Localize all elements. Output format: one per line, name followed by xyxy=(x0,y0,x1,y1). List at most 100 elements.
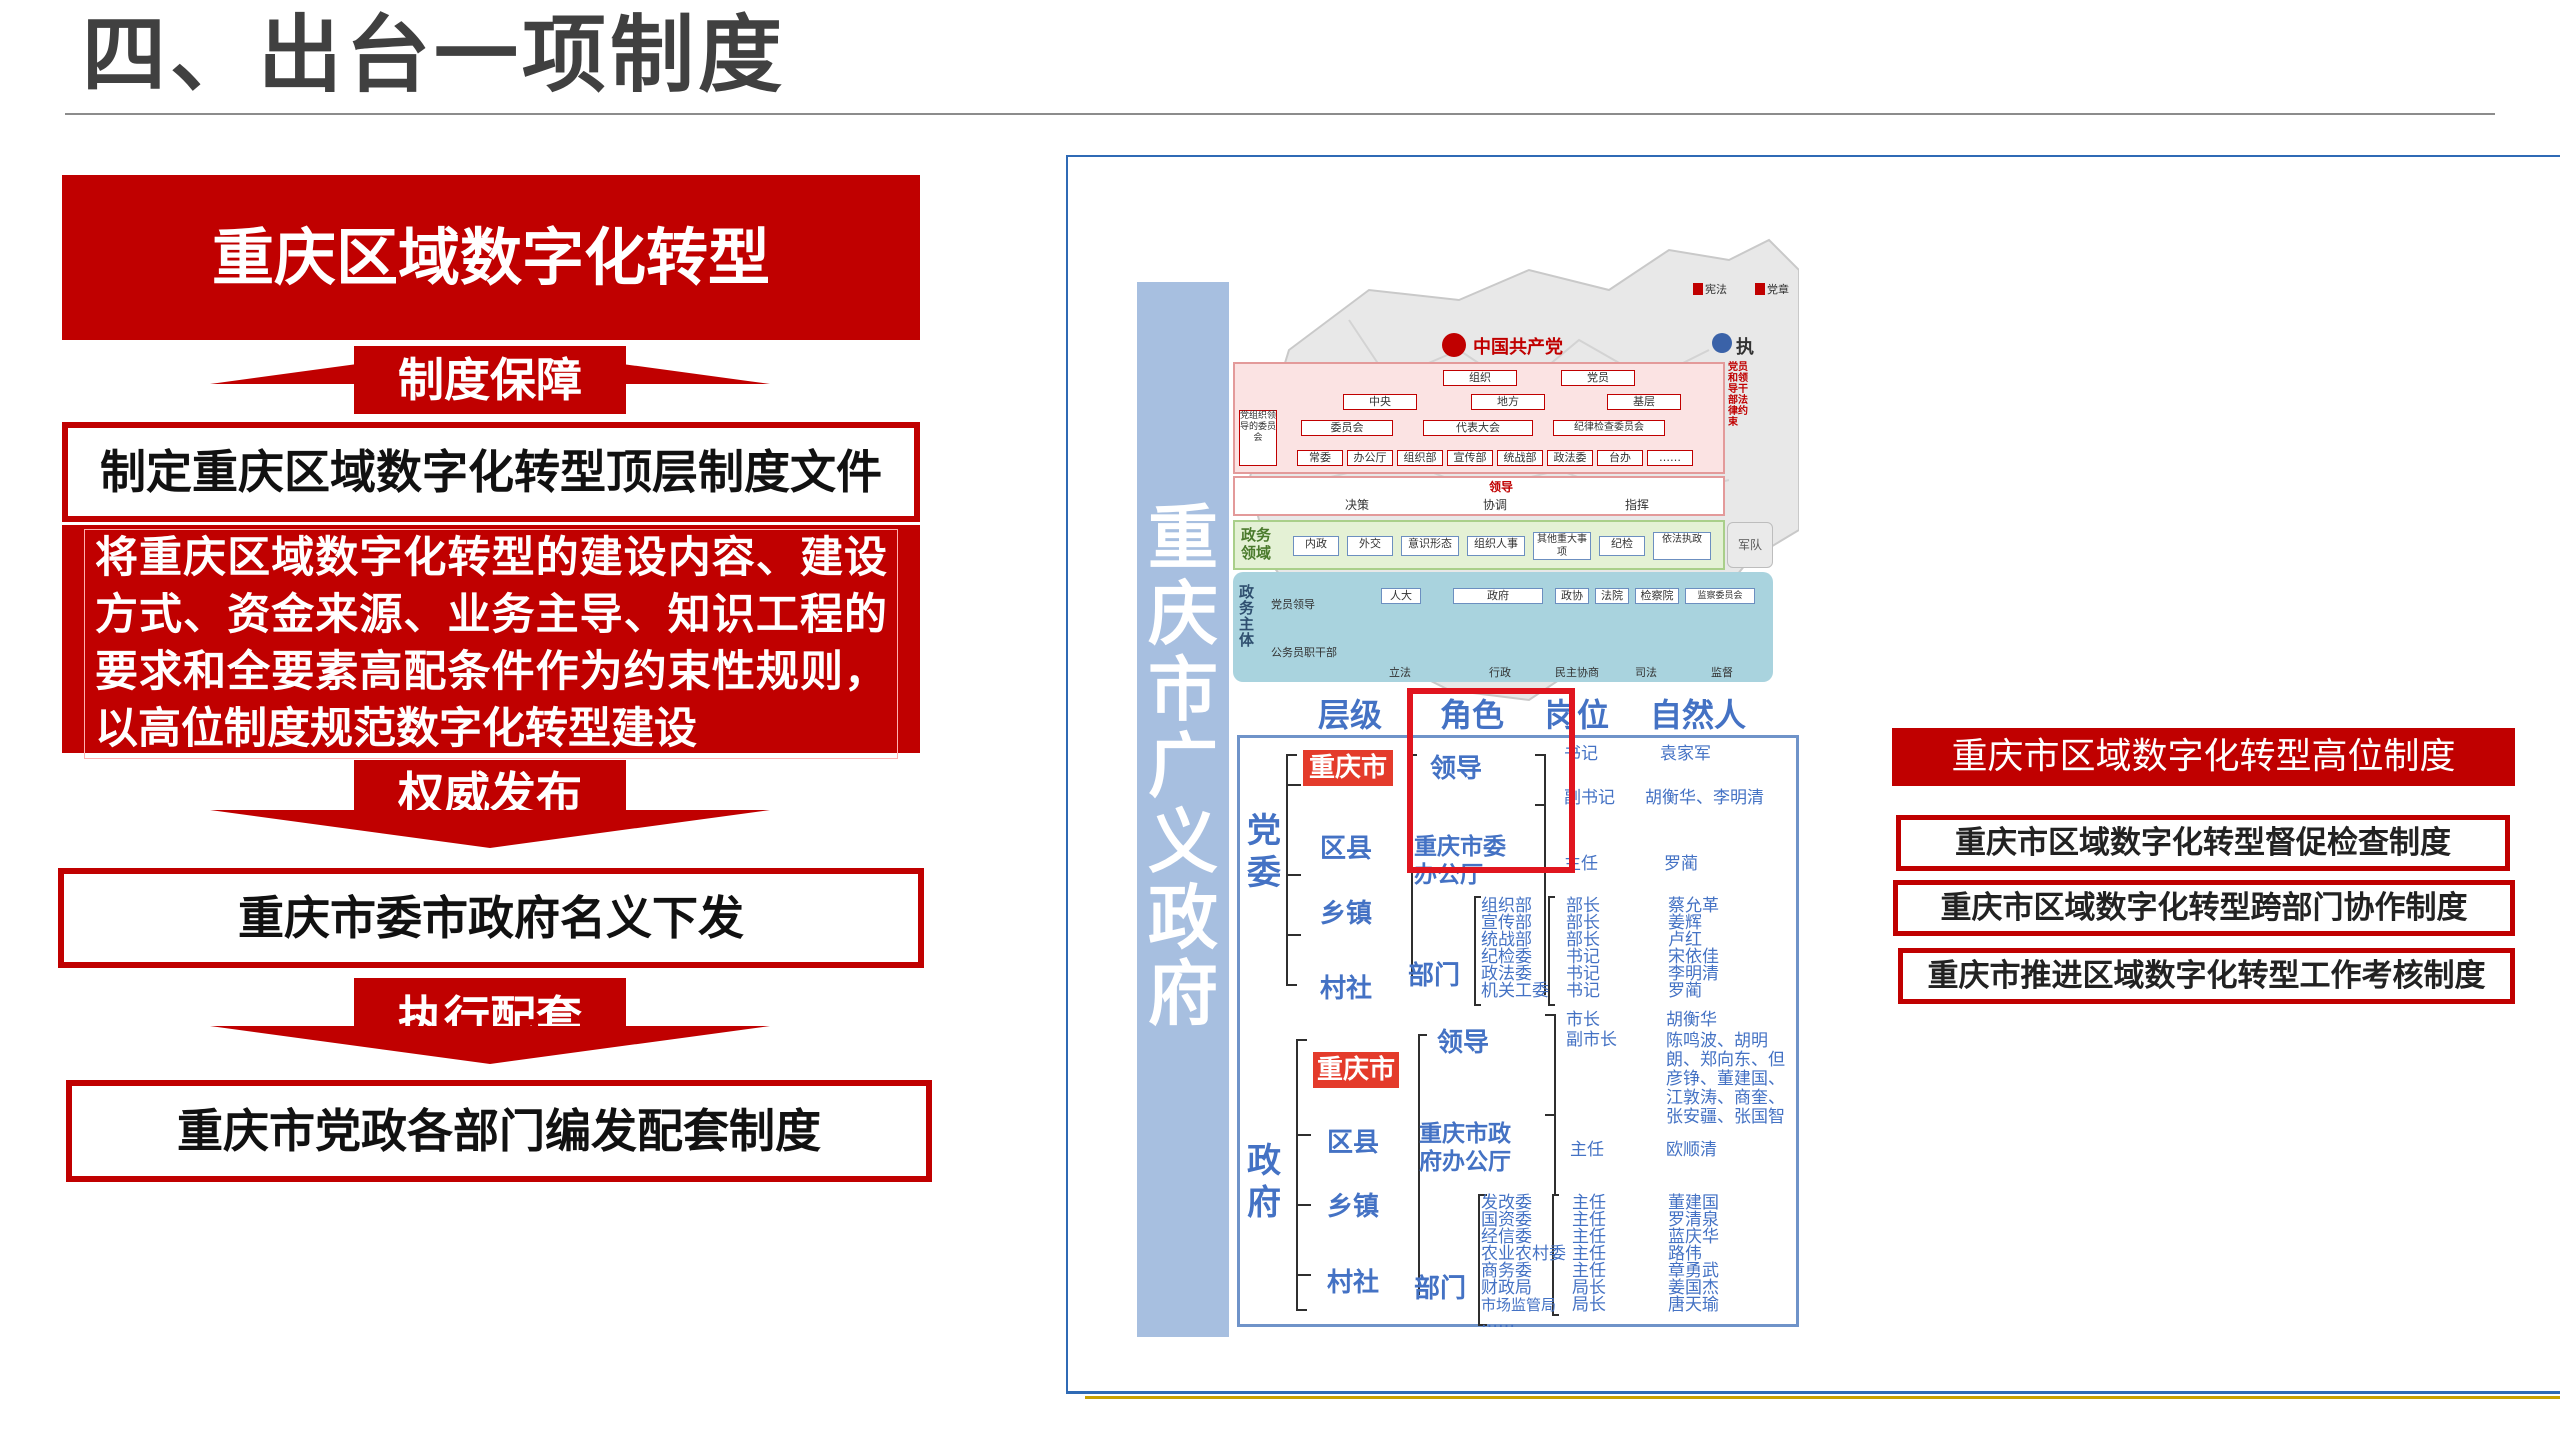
stage1-label: 制度保障 xyxy=(354,346,626,414)
party-dept-post-6: 书记 xyxy=(1566,981,1600,1001)
party-dept-2: 办公厅 xyxy=(1347,450,1393,466)
subject-row: 政务主体 党员领导 公务员职干部 人大 政府 政协 法院 检察院 监察委员会 立… xyxy=(1233,572,1773,682)
party-grassroots: 基层 xyxy=(1607,394,1681,410)
diagram-frame xyxy=(1066,155,2560,1393)
stage2-box: 重庆市委市政府名义下发 xyxy=(58,868,924,968)
page-title: 四、出台一项制度 xyxy=(82,6,787,104)
domain-item-7: 依法执政 xyxy=(1653,532,1711,560)
party-office-person: 罗蔺 xyxy=(1664,854,1698,874)
gov-department-6: 财政局 xyxy=(1481,1278,1532,1298)
party-dept-1: 常委 xyxy=(1297,450,1343,466)
party-member: 党员 xyxy=(1561,370,1635,386)
rule-item-1: 重庆市区域数字化转型督促检查制度 xyxy=(1896,815,2510,871)
leader-decide: 决策 xyxy=(1345,498,1370,512)
description-text: 将重庆区域数字化转型的建设内容、建设方式、资金来源、业务主导、知识工程的要求和全… xyxy=(84,529,898,759)
description-box: 将重庆区域数字化转型的建设内容、建设方式、资金来源、业务主导、知识工程的要求和全… xyxy=(62,525,920,759)
gov-dept-person-3: 蓝庆华 xyxy=(1668,1227,1719,1247)
party-dept-post-3: 部长 xyxy=(1566,930,1600,950)
tag-constitution: 宪法 xyxy=(1705,283,1727,296)
domain-item-1: 内政 xyxy=(1293,536,1339,556)
leader-band: 领导 决策 协调 指挥 xyxy=(1233,476,1725,516)
party-congress: 代表大会 xyxy=(1423,420,1533,436)
gov-dept-post-4: 主任 xyxy=(1572,1244,1606,1264)
gov-department-1: 发改委 xyxy=(1481,1193,1532,1213)
party-dept-person-3: 卢红 xyxy=(1668,930,1702,950)
party-emblem-icon xyxy=(1442,333,1466,357)
party-level-village: 村社 xyxy=(1320,974,1373,1004)
column-head-level: 层级 xyxy=(1318,696,1383,734)
gov-level-county: 区县 xyxy=(1327,1128,1380,1158)
party-role-office: 重庆市委办公厅 xyxy=(1414,834,1506,888)
title-divider xyxy=(65,113,2495,115)
party-dept-post-2: 部长 xyxy=(1566,913,1600,933)
party-dept-person-2: 姜辉 xyxy=(1668,913,1702,933)
party-discipline-committee: 纪律检查委员会 xyxy=(1553,420,1665,436)
stage3-box: 重庆市党政各部门编发配套制度 xyxy=(66,1080,932,1182)
party-local: 地方 xyxy=(1471,394,1545,410)
gov-department-4: 农业农村委 xyxy=(1481,1244,1566,1264)
party-logo-text: 中国共产党 xyxy=(1473,337,1563,358)
subject-bottom-1: 立法 xyxy=(1389,666,1411,679)
frame-bottom-accent xyxy=(1085,1396,2560,1399)
party-dept-person-1: 蔡允革 xyxy=(1668,896,1719,916)
gov-city-tag: 重庆市 xyxy=(1313,1052,1399,1088)
gov-role-leader: 领导 xyxy=(1437,1028,1490,1058)
leader-command: 指挥 xyxy=(1625,498,1650,512)
gov-office-person: 欧顺清 xyxy=(1666,1140,1717,1160)
tag-party-charter: 党章 xyxy=(1767,283,1789,296)
party-right-box: 党员和领导干部法律约束 xyxy=(1728,362,1748,428)
party-dept-4: 宣传部 xyxy=(1447,450,1493,466)
gov-dept-person-5: 章勇武 xyxy=(1668,1261,1719,1281)
party-dept-person-4: 宋依佳 xyxy=(1668,947,1719,967)
gov-department-8: …… xyxy=(1481,1312,1515,1332)
gov-dept-post-5: 主任 xyxy=(1572,1261,1606,1281)
frame-bottom-line xyxy=(1066,1391,2560,1394)
subject-item-6: 监察委员会 xyxy=(1685,588,1755,604)
party-city-tag: 重庆市 xyxy=(1303,750,1393,786)
party-person-1: 袁家军 xyxy=(1660,744,1711,764)
subject-person-2: 公务员职干部 xyxy=(1271,646,1337,659)
leader-coordinate: 协调 xyxy=(1483,498,1508,512)
column-head-person: 自然人 xyxy=(1650,696,1747,734)
gov-department-5: 商务委 xyxy=(1481,1261,1532,1281)
gov-dept-person-2: 罗清泉 xyxy=(1668,1210,1719,1230)
domain-item-3: 意识形态 xyxy=(1401,536,1459,556)
gov-dept-post-6: 局长 xyxy=(1572,1278,1606,1298)
party-dept-3: 组织部 xyxy=(1397,450,1443,466)
party-department-5: 政法委 xyxy=(1481,964,1532,984)
party-dept-post-5: 书记 xyxy=(1566,964,1600,984)
party-dept-6: 政法委 xyxy=(1547,450,1593,466)
stage2-label: 权威发布 xyxy=(354,760,626,821)
gov-department-3: 经信委 xyxy=(1481,1227,1532,1247)
gov-post-1: 市长 xyxy=(1566,1010,1600,1030)
army-tag: 军队 xyxy=(1727,522,1773,568)
vertical-column xyxy=(1137,282,1229,1337)
party-dept-7: 台办 xyxy=(1597,450,1643,466)
rule-item-2: 重庆市区域数字化转型跨部门协作制度 xyxy=(1893,880,2515,936)
gov-dept-post-1: 主任 xyxy=(1572,1193,1606,1213)
gov-post-2: 副市长 xyxy=(1566,1030,1617,1050)
gov-person-2: 陈鸣波、胡明朗、郑向东、但彦铮、董建国、江敦涛、商奎、张安疆、张国智 xyxy=(1666,1031,1785,1127)
subject-bottom-4: 司法 xyxy=(1635,666,1657,679)
gov-label: 政府 xyxy=(1247,1141,1281,1223)
gov-person-1: 胡衡华 xyxy=(1666,1010,1717,1030)
subject-bottom-2: 行政 xyxy=(1489,666,1511,679)
party-left-box: 党组织领导的委员会 xyxy=(1239,410,1277,466)
gov-level-town: 乡镇 xyxy=(1327,1192,1380,1222)
gov-dept-post-3: 主任 xyxy=(1572,1227,1606,1247)
gov-dept-post-7: 局长 xyxy=(1572,1295,1606,1315)
subject-label: 政务主体 xyxy=(1239,583,1255,649)
party-level-county: 区县 xyxy=(1320,834,1373,864)
gov-role-dept: 部门 xyxy=(1414,1274,1467,1304)
party-dept-5: 统战部 xyxy=(1497,450,1543,466)
gov-dept-person-4: 路伟 xyxy=(1668,1244,1702,1264)
party-department-3: 统战部 xyxy=(1481,930,1532,950)
arrow-down-stage2 xyxy=(210,810,770,848)
subject-item-2: 政府 xyxy=(1453,588,1543,604)
org-connectors xyxy=(1286,735,1799,1326)
party-dept-post-1: 部长 xyxy=(1566,896,1600,916)
party-department-4: 纪检委 xyxy=(1481,947,1532,967)
gov-dept-post-2: 主任 xyxy=(1572,1210,1606,1230)
gov-role-office: 重庆市政府办公厅 xyxy=(1419,1121,1511,1175)
party-dept-8: …… xyxy=(1647,450,1693,466)
